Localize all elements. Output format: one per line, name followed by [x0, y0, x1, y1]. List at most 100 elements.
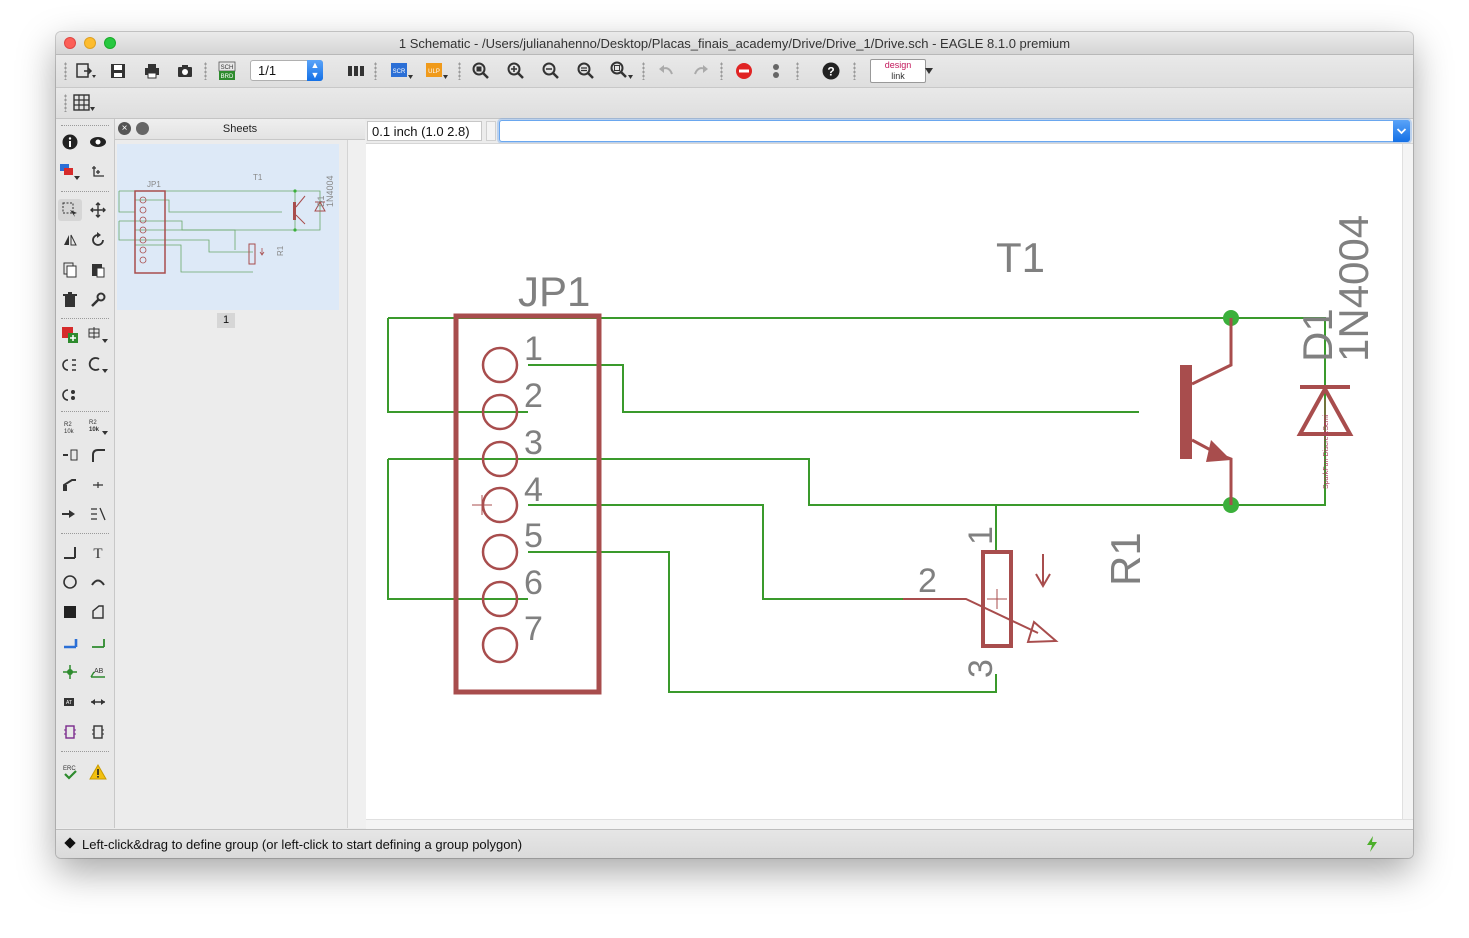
net-icon[interactable]: [86, 631, 110, 653]
command-input[interactable]: [499, 120, 1410, 142]
arc-icon[interactable]: [86, 571, 110, 593]
module-icon[interactable]: [86, 721, 110, 743]
window-zoom-button[interactable]: [104, 37, 116, 49]
paste-icon[interactable]: [86, 259, 110, 281]
net-wire[interactable]: [528, 504, 903, 600]
transistor-t1[interactable]: T1: [996, 234, 1233, 505]
help-icon[interactable]: ?: [819, 60, 843, 82]
split-icon[interactable]: [58, 474, 82, 496]
canvas-vertical-scrollbar[interactable]: [1402, 144, 1413, 830]
command-splitter[interactable]: [486, 121, 496, 141]
panel-float-icon[interactable]: [136, 122, 149, 135]
sheet-select-stepper[interactable]: ▲▼: [307, 60, 323, 81]
schematic-canvas[interactable]: JP1 1 2 3 4 5 6 7 T1: [366, 143, 1413, 830]
group-icon[interactable]: [58, 199, 82, 221]
net-wire[interactable]: [528, 551, 997, 693]
change-icon[interactable]: [86, 289, 110, 311]
attribute-display-icon[interactable]: AT: [58, 691, 82, 713]
pinswap-icon[interactable]: [86, 354, 110, 376]
toolbar-grip[interactable]: [204, 62, 207, 80]
go-icon[interactable]: [764, 60, 788, 82]
zoom-fit-icon[interactable]: [469, 60, 493, 82]
info-icon[interactable]: [58, 131, 82, 153]
frame-icon[interactable]: [58, 721, 82, 743]
mirror-icon[interactable]: [58, 229, 82, 251]
invoke-icon[interactable]: [58, 384, 82, 406]
circle-icon[interactable]: [58, 571, 82, 593]
wire-icon[interactable]: [58, 541, 82, 563]
design-link-icon[interactable]: design link: [870, 59, 926, 83]
mark-icon[interactable]: [86, 161, 110, 183]
errors-icon[interactable]: [86, 761, 110, 783]
attribute-icon[interactable]: [86, 503, 110, 525]
rect-icon[interactable]: [58, 601, 82, 623]
zoom-in-icon[interactable]: [504, 60, 528, 82]
window-minimize-button[interactable]: [84, 37, 96, 49]
print-icon[interactable]: [140, 60, 164, 82]
move-icon[interactable]: [86, 199, 110, 221]
resistor-r1[interactable]: R1 1 2 3: [903, 526, 1149, 678]
ulp-icon[interactable]: ULP: [425, 60, 449, 82]
delete-icon[interactable]: [58, 289, 82, 311]
net-wire[interactable]: [528, 364, 1139, 413]
toolbar-grip[interactable]: [458, 62, 461, 80]
toolbar-grip[interactable]: [642, 62, 645, 80]
rotate-icon[interactable]: [86, 229, 110, 251]
zoom-out-icon[interactable]: [539, 60, 563, 82]
open-icon[interactable]: [74, 60, 98, 82]
copy-icon[interactable]: [58, 259, 82, 281]
show-icon[interactable]: [86, 131, 110, 153]
toolbar-grip[interactable]: [64, 62, 67, 80]
connector-jp1[interactable]: JP1 1 2 3 4 5 6 7: [453, 268, 602, 695]
miter-icon[interactable]: [86, 444, 110, 466]
sheet-select[interactable]: 1/1 ▲▼: [250, 60, 323, 81]
toolbar-grip[interactable]: [720, 62, 723, 80]
layers-icon[interactable]: [58, 161, 82, 183]
save-icon[interactable]: [106, 60, 130, 82]
schematic-drawing[interactable]: JP1 1 2 3 4 5 6 7 T1: [366, 144, 1403, 820]
grid-columns-icon[interactable]: [344, 60, 368, 82]
jp1-pin-4-label: 4: [524, 471, 543, 509]
optimize-icon[interactable]: [86, 474, 110, 496]
sheet-number-badge[interactable]: 1: [217, 313, 235, 328]
canvas-horizontal-scrollbar[interactable]: [366, 819, 1413, 830]
sch-brd-icon[interactable]: SCH BRD: [215, 60, 239, 82]
command-history-dropdown[interactable]: [1393, 120, 1410, 142]
zoom-select-icon[interactable]: [610, 60, 634, 82]
sheets-panel-scrollbar[interactable]: [347, 140, 366, 828]
svg-text:ERC: ERC: [63, 766, 76, 772]
sheet-thumbnail[interactable]: JP1 T1 D1 1N4004 R1: [117, 144, 339, 310]
script-icon[interactable]: SCR: [390, 60, 414, 82]
stop-icon[interactable]: [732, 60, 756, 82]
cam-icon[interactable]: [173, 60, 197, 82]
toolbar-grip[interactable]: [374, 62, 377, 80]
design-link-dropdown-icon[interactable]: [922, 60, 936, 82]
toolbar-grip[interactable]: [796, 62, 799, 80]
toolbar-grip[interactable]: [64, 94, 67, 112]
smash-icon[interactable]: [58, 444, 82, 466]
replace-icon[interactable]: [86, 324, 110, 346]
redo-icon[interactable]: [689, 60, 713, 82]
grid-icon[interactable]: [72, 92, 96, 114]
undo-icon[interactable]: [654, 60, 678, 82]
gateswap-icon[interactable]: [58, 354, 82, 376]
move-net-icon[interactable]: [58, 503, 82, 525]
zoom-redraw-icon[interactable]: [574, 60, 598, 82]
dimension-icon[interactable]: [86, 691, 110, 713]
bus-icon[interactable]: [58, 631, 82, 653]
text-icon[interactable]: T: [86, 541, 110, 563]
panel-close-icon[interactable]: ×: [118, 122, 131, 135]
label-icon[interactable]: AB: [86, 661, 110, 683]
diode-d1[interactable]: D1 1N4004 SparkFun-DiscreteSemi: [1294, 215, 1377, 489]
junction-icon[interactable]: [58, 661, 82, 683]
window-close-button[interactable]: [64, 37, 76, 49]
toolbar-grip[interactable]: [853, 62, 856, 80]
lightning-icon[interactable]: [1365, 835, 1379, 858]
erc-icon[interactable]: ERC: [58, 761, 82, 783]
polygon-icon[interactable]: [86, 601, 110, 623]
net-wire[interactable]: [387, 317, 1231, 413]
add-icon[interactable]: [58, 324, 82, 346]
net-wire[interactable]: [387, 459, 528, 600]
